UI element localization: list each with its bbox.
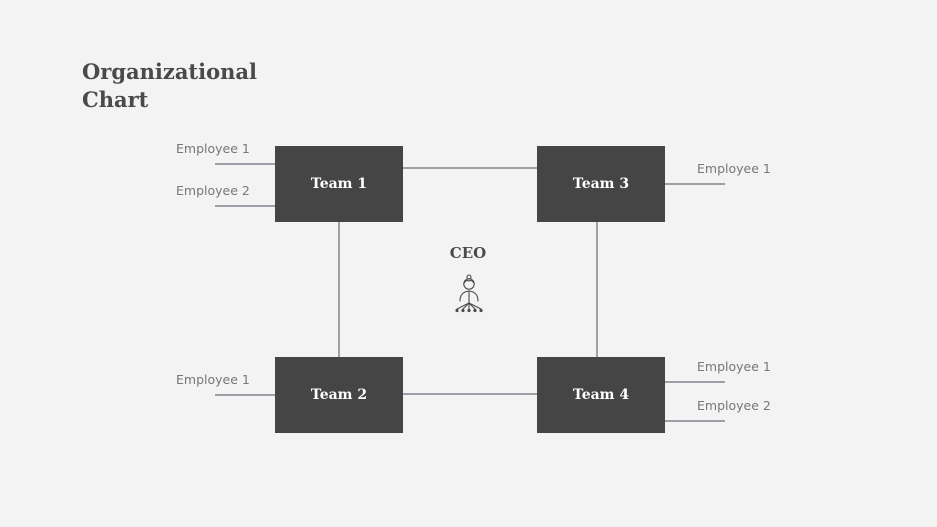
team-4-employee-2: Employee 2 xyxy=(697,398,771,413)
ceo-label: CEO xyxy=(449,244,487,262)
team-2-employee-1: Employee 1 xyxy=(176,372,250,387)
person-network-icon xyxy=(455,274,483,313)
team-4-employee-1: Employee 1 xyxy=(697,359,771,374)
team-4-box: Team 4 xyxy=(537,357,665,433)
team-3-label: Team 3 xyxy=(572,176,630,192)
title-line-2: Chart xyxy=(82,87,149,112)
team-1-employee-2: Employee 2 xyxy=(176,183,250,198)
team-1-employee-1: Employee 1 xyxy=(176,141,250,156)
team-1-box: Team 1 xyxy=(275,146,403,222)
page-title: Organizational Chart xyxy=(82,58,302,114)
team-2-label: Team 2 xyxy=(310,387,368,403)
title-line-1: Organizational xyxy=(82,59,257,84)
team-3-box: Team 3 xyxy=(537,146,665,222)
team-1-label: Team 1 xyxy=(310,176,368,192)
team-4-label: Team 4 xyxy=(572,387,630,403)
team-2-box: Team 2 xyxy=(275,357,403,433)
team-3-employee-1: Employee 1 xyxy=(697,161,771,176)
